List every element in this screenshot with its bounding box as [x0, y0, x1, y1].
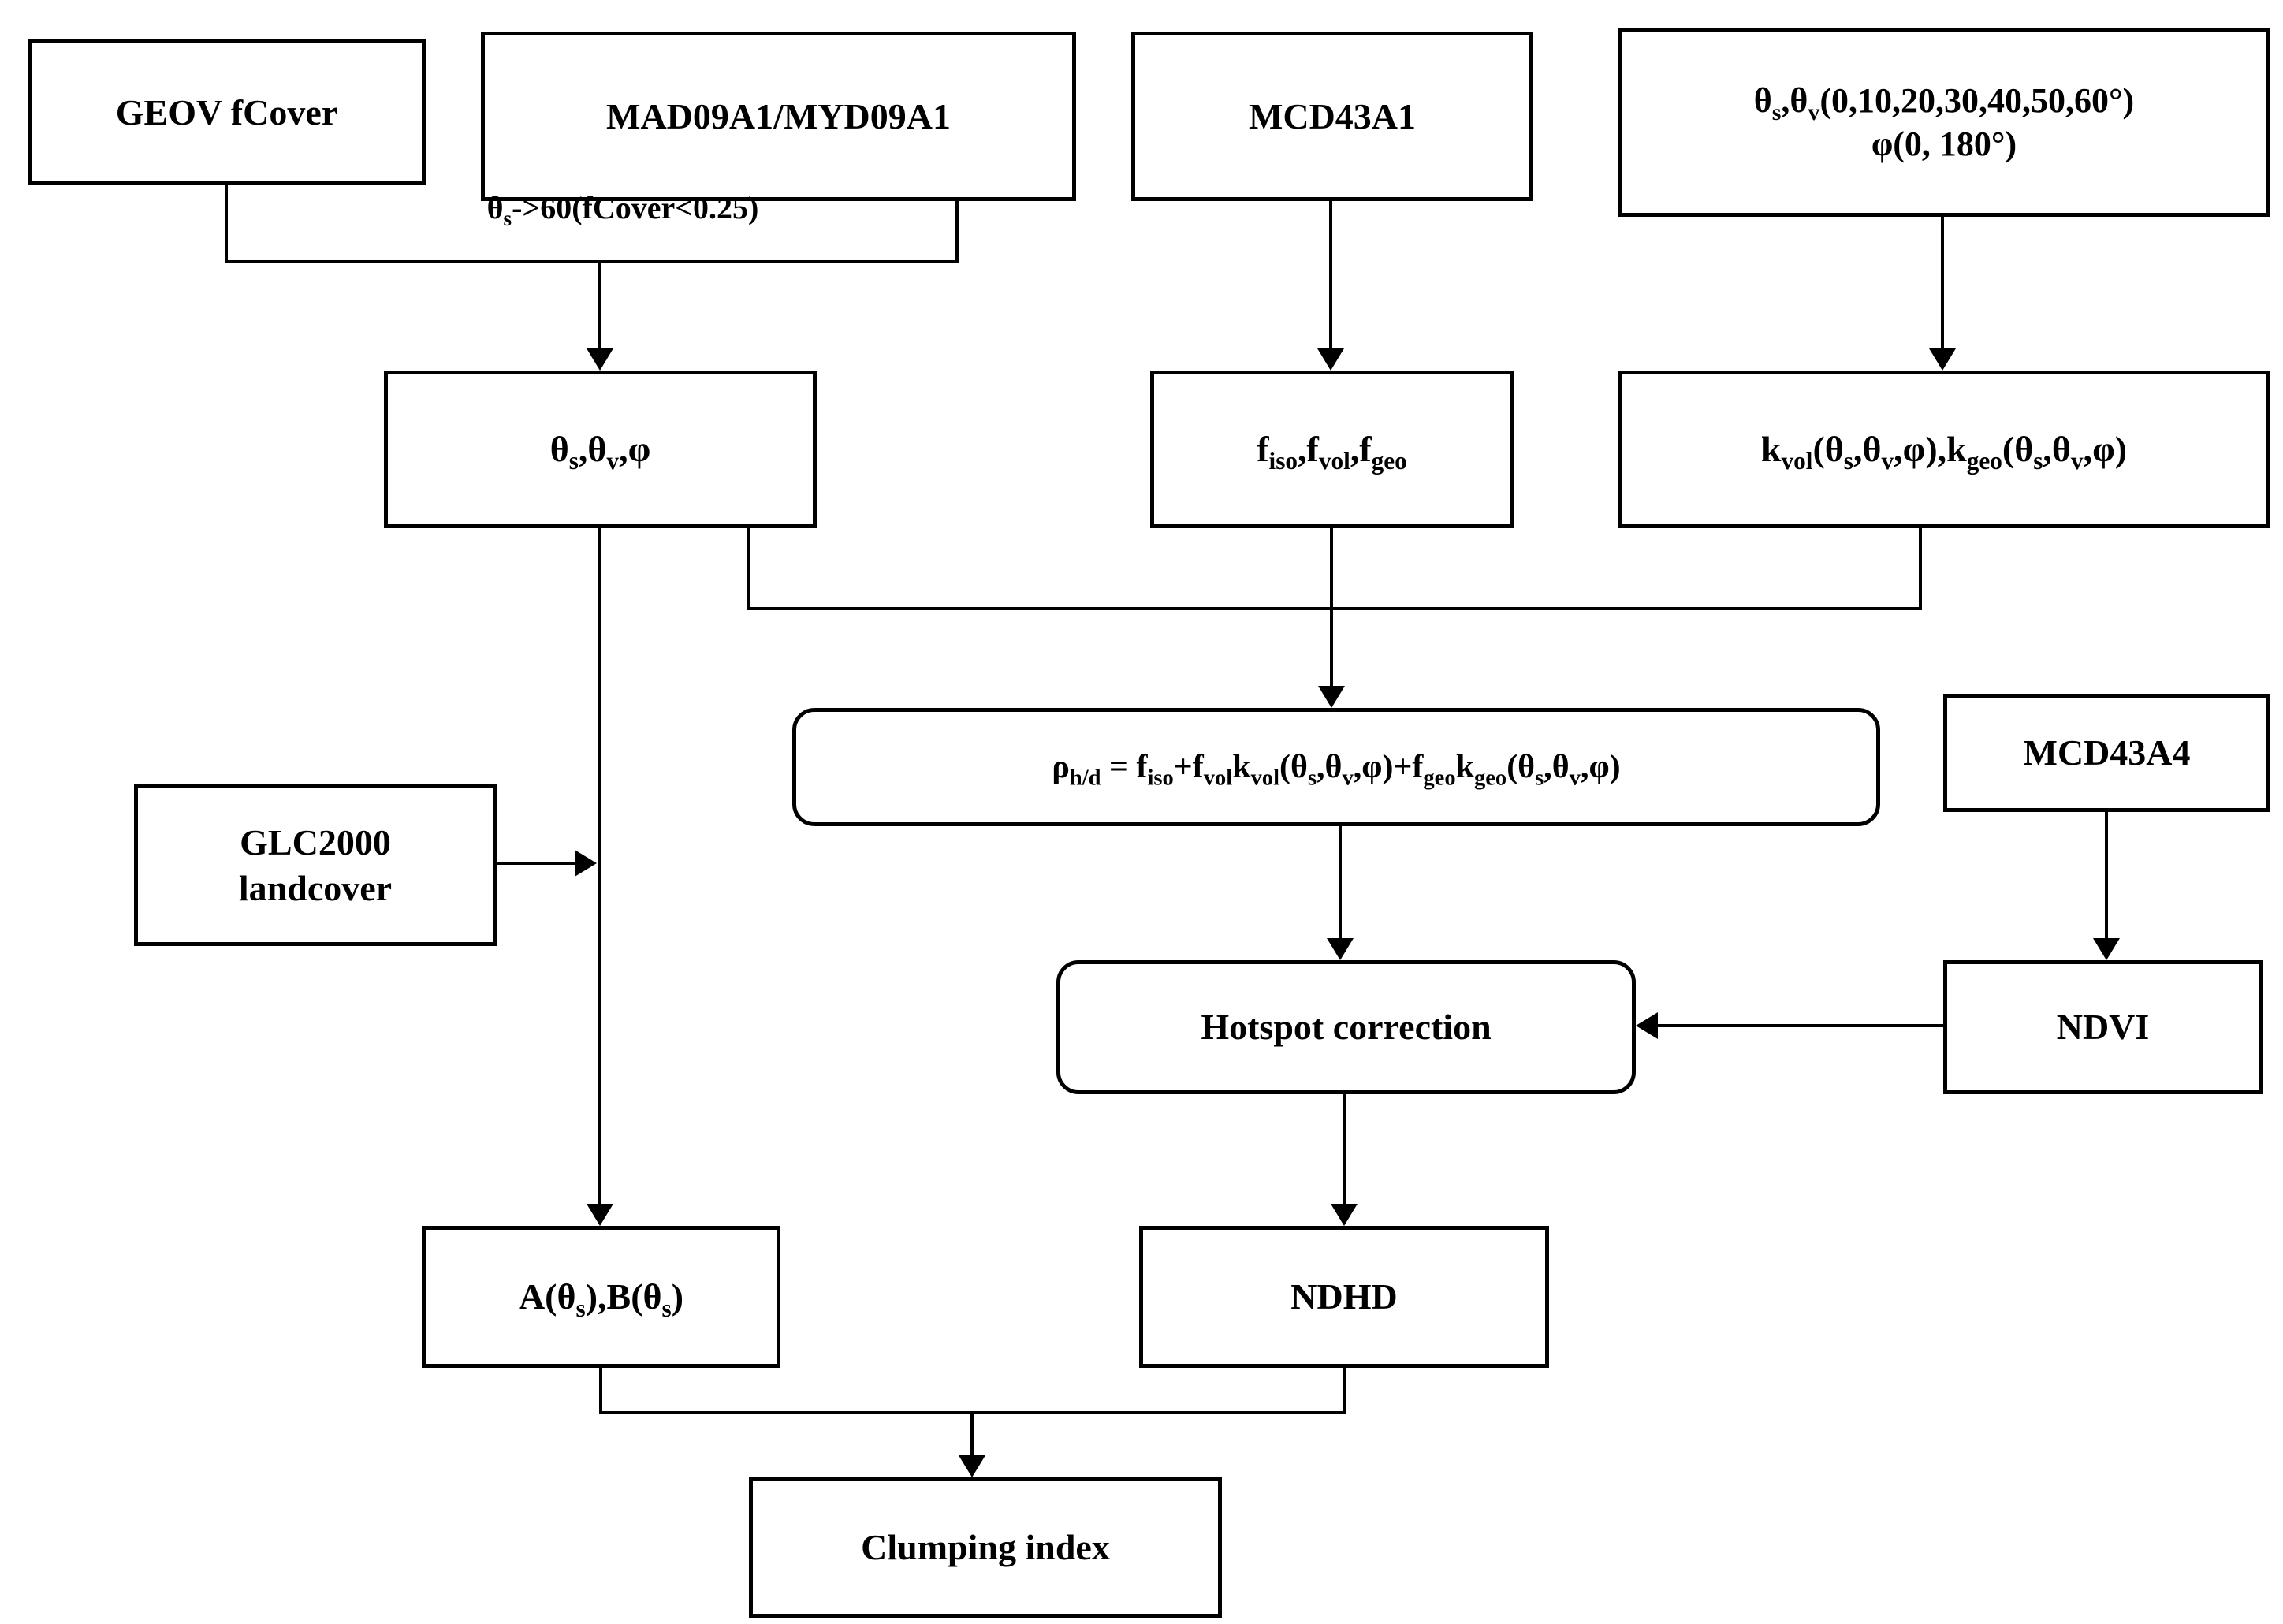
node-ab-coefficients-label: A(θs),B(θs) [518, 1276, 684, 1323]
connector-ndhd-merge-vertical [1343, 1368, 1346, 1414]
connector-mcd43a4-to-ndvi [2105, 812, 2108, 938]
arrowhead-into-equation [1318, 686, 1345, 708]
connector-ab-merge-vertical [599, 1368, 602, 1414]
arrowhead-into-clumping [959, 1455, 985, 1477]
node-geov-fcover: GEOV fCover [28, 39, 426, 185]
connector-glc2000-out [497, 862, 575, 865]
connector-sun-view-merge-vertical [747, 528, 750, 610]
node-ndhd-label: NDHD [1290, 1276, 1398, 1317]
connector-angle-grid-to-kernels [1941, 217, 1944, 348]
node-mcd43a1-label: MCD43A1 [1248, 95, 1417, 136]
node-mcd43a4: MCD43A4 [1943, 694, 2270, 812]
node-brdf-equation-label: ρh/d = fiso+fvolkvol(θs,θv,φ)+fgeokgeo(θ… [1052, 748, 1621, 791]
arrowhead-into-kernels [1929, 348, 1956, 371]
arrowhead-into-brdf-params [1317, 348, 1344, 371]
node-angle-grid: θs,θv(0,10,20,30,40,50,60°) φ(0, 180°) [1618, 28, 2270, 217]
connector-bracket-to-sun-view [598, 263, 601, 348]
node-kernels-label: kvol(θs,θv,φ),kgeo(θs,θv,φ) [1760, 429, 2128, 475]
node-sun-view-angles-label: θs,θv,φ [549, 429, 651, 475]
connector-sun-view-to-ab [598, 528, 601, 1204]
node-brdf-equation: ρh/d = fiso+fvolkvol(θs,θv,φ)+fgeokgeo(θ… [792, 708, 1880, 826]
node-angle-grid-line1: θs,θv(0,10,20,30,40,50,60°) [1753, 81, 2135, 125]
connector-merge-horizontal [747, 607, 1922, 610]
arrowhead-into-hotspot [1327, 938, 1354, 960]
node-clumping-index: Clumping index [749, 1477, 1222, 1618]
connector-bracket-horizontal [225, 260, 959, 263]
node-angle-grid-line2: φ(0, 180°) [1871, 125, 2017, 163]
arrowhead-into-ndhd [1331, 1204, 1358, 1226]
node-hotspot-correction-label: Hotspot correction [1201, 1007, 1492, 1048]
node-mad09a1-myd09a1-label: MAD09A1/MYD09A1 [606, 95, 951, 136]
node-clumping-index-label: Clumping index [861, 1527, 1110, 1568]
node-mad09a1-myd09a1: MAD09A1/MYD09A1 [481, 32, 1076, 201]
node-mcd43a1: MCD43A1 [1131, 32, 1533, 201]
node-kernels: kvol(θs,θv,φ),kgeo(θs,θv,φ) [1618, 371, 2270, 528]
node-hotspot-correction: Hotspot correction [1056, 960, 1636, 1094]
connector-brdf-params-to-equation [1330, 528, 1333, 686]
node-ndvi: NDVI [1943, 960, 2263, 1094]
connector-merge-to-clumping [970, 1414, 974, 1455]
node-ndvi-label: NDVI [2056, 1007, 2150, 1048]
arrowhead-into-ndvi [2093, 938, 2120, 960]
edge-label-sza-rule: θs->60(fCover<0.25) [486, 190, 759, 230]
connector-geov-bracket-vertical [225, 185, 228, 263]
node-glc2000-line2: landcover [238, 867, 393, 908]
connector-kernels-merge-vertical [1919, 528, 1922, 610]
arrowhead-into-ab [587, 1204, 613, 1226]
connector-bottom-merge-horizontal [599, 1411, 1346, 1414]
node-brdf-parameters-label: fiso,fvol,fgeo [1257, 429, 1407, 475]
connector-mad09-bracket-vertical [955, 201, 959, 263]
node-ndhd: NDHD [1139, 1226, 1549, 1368]
node-ab-coefficients: A(θs),B(θs) [422, 1226, 780, 1368]
node-brdf-parameters: fiso,fvol,fgeo [1150, 371, 1514, 528]
node-sun-view-angles: θs,θv,φ [384, 371, 817, 528]
node-geov-fcover-label: GEOV fCover [115, 91, 338, 132]
connector-equation-to-hotspot [1339, 826, 1342, 938]
connector-mcd43a1-to-brdf-params [1329, 201, 1332, 348]
arrowhead-ndvi-into-hotspot [1636, 1012, 1658, 1039]
arrowhead-glc2000-into-path [575, 850, 597, 877]
node-glc2000-landcover: GLC2000 landcover [134, 784, 497, 946]
connector-hotspot-to-ndhd [1343, 1094, 1346, 1204]
arrowhead-into-sun-view [587, 348, 613, 371]
connector-ndvi-to-hotspot [1658, 1024, 1943, 1027]
node-glc2000-line1: GLC2000 [240, 822, 391, 862]
node-mcd43a4-label: MCD43A4 [2023, 732, 2191, 773]
